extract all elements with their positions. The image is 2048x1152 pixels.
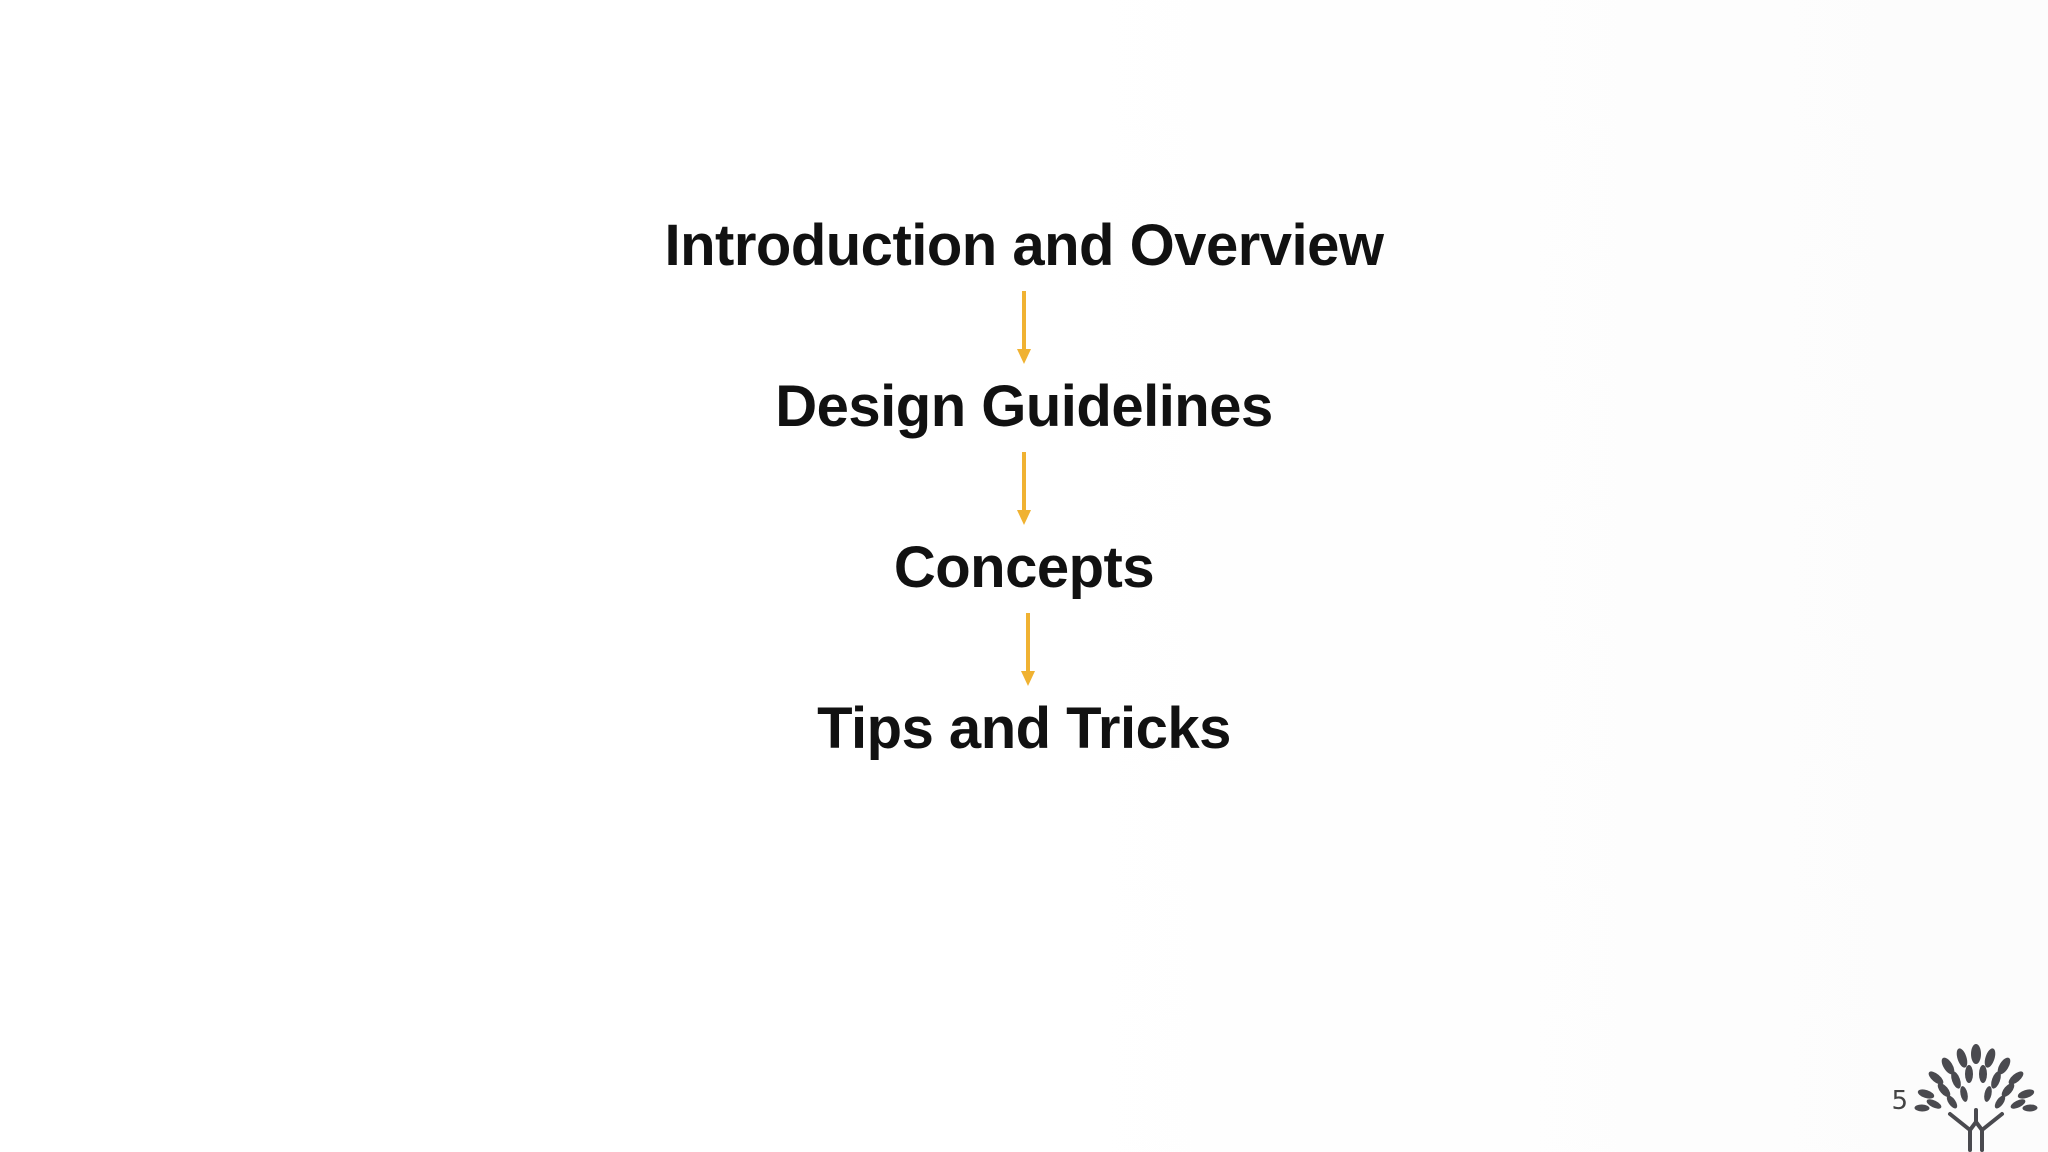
- down-arrow-icon: [1021, 613, 1035, 686]
- page-number: 5: [1891, 1086, 1908, 1116]
- flow-step-tips-and-tricks: Tips and Tricks: [817, 696, 1231, 761]
- flow-step-design-guidelines: Design Guidelines: [775, 374, 1273, 439]
- flow-step-introduction: Introduction and Overview: [664, 213, 1384, 278]
- tree-logo-icon: [1914, 1044, 2038, 1152]
- flow-step-concepts: Concepts: [893, 535, 1155, 600]
- down-arrow-icon: [1017, 452, 1031, 525]
- down-arrow-icon: [1017, 291, 1031, 364]
